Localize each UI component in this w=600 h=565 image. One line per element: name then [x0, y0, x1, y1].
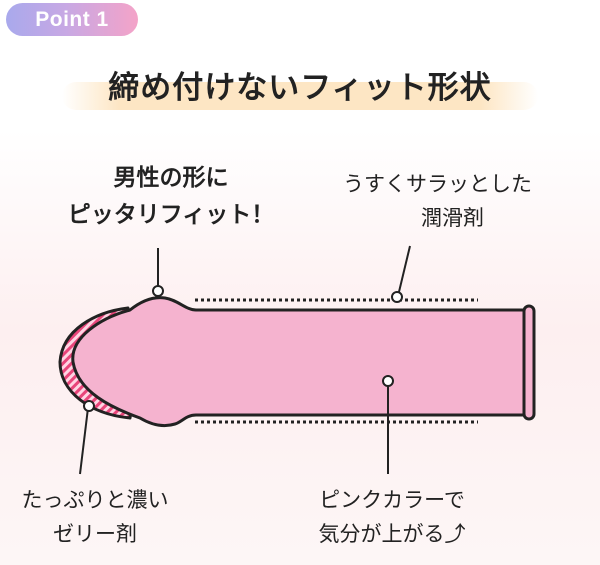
lubricant-leader-line: [397, 245, 411, 297]
callout-color-line2: 気分が上がる⤴: [318, 521, 466, 546]
page-title: 締め付けないフィット形状: [108, 70, 492, 106]
callout-jelly-line2: ゼリー剤: [53, 521, 137, 546]
callout-lubricant-line1: うすくサラッとした: [343, 172, 532, 196]
callout-jelly: たっぷりと濃い ゼリー剤: [0, 484, 190, 551]
headline-highlight: [62, 82, 538, 110]
headline-area: 締め付けないフィット形状: [0, 60, 600, 120]
callout-lubricant-line2: 潤滑剤: [421, 205, 484, 230]
callout-color: ピンクカラーで 気分が上がる⤴: [292, 484, 492, 551]
condom-ring: [522, 304, 536, 421]
callout-shape-line2: ピッタリフィット！: [67, 201, 275, 228]
point-badge: Point 1: [6, 3, 138, 36]
callout-jelly-line1: たっぷりと濃い: [21, 488, 169, 512]
callout-color-line1: ピンクカラーで: [319, 488, 465, 512]
lubricant-leader-dot: [391, 291, 403, 303]
callout-shape-line1: 男性の形に: [113, 165, 229, 191]
jelly-leader-dot: [83, 400, 95, 412]
condom-body: [71, 296, 531, 428]
color-leader-dot: [382, 375, 394, 387]
callout-shape: 男性の形に ピッタリフィット！: [56, 160, 286, 234]
shape-leader-dot: [152, 285, 164, 297]
jelly-leader-line: [79, 407, 89, 475]
callout-lubricant: うすくサラッとした 潤滑剤: [325, 168, 550, 235]
